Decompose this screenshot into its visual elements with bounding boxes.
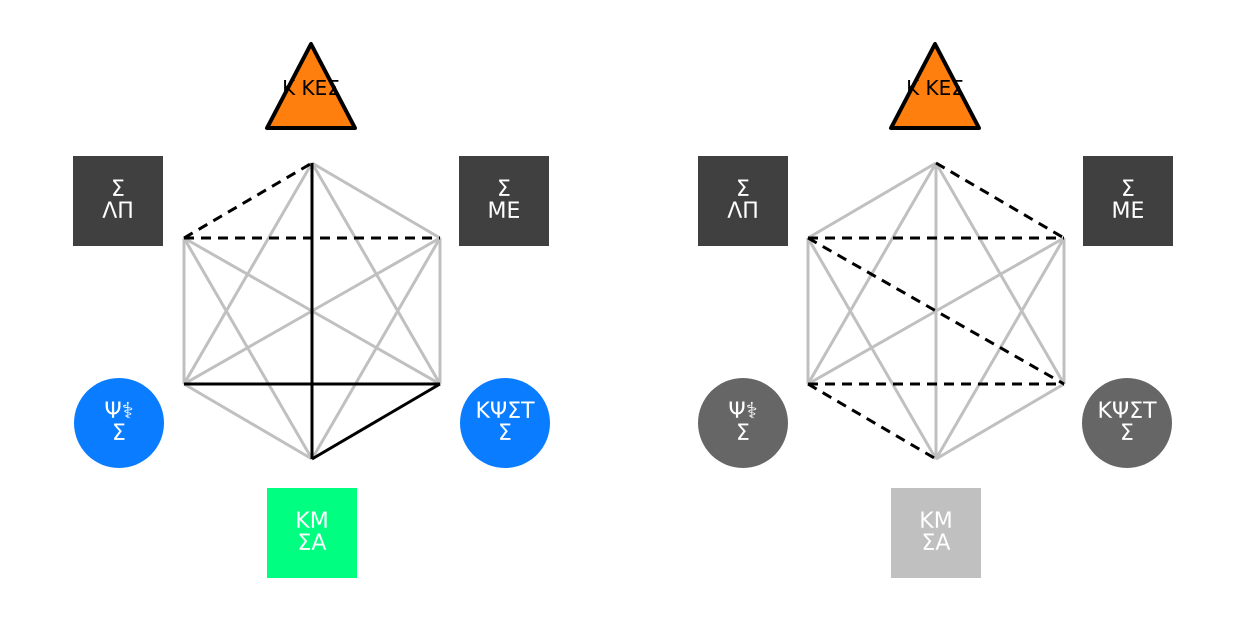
solid-edge: [311, 382, 441, 461]
left-bottom-node: Ψ⚕ Σ: [74, 378, 164, 468]
warning-triangle-icon: [265, 42, 357, 130]
top-node-line2: ΚΕΣ: [925, 76, 964, 100]
left-panel: Κ ΚΕΣ Σ ΛΠ Σ ΜΕ Ψ⚕ Σ ΚΨΣΤ Σ ΚΜ ΣΑ: [73, 42, 550, 578]
right-bottom-line2: Σ: [1120, 421, 1134, 446]
top-node-line1: Κ: [906, 76, 920, 100]
right-bottom-line1: ΚΨΣΤ: [475, 399, 535, 424]
dashed-edge: [807, 236, 1065, 386]
top-node-label: Κ ΚΕΣ: [266, 78, 356, 98]
right-top-line2: ΜΕ: [487, 199, 521, 224]
right-top-line2: ΜΕ: [1111, 199, 1145, 224]
left-bottom-line1: Ψ⚕: [104, 399, 134, 424]
right-bottom-node: ΚΨΣΤ Σ: [460, 378, 550, 468]
edge: [311, 161, 441, 240]
right-top-node: Σ ΜΕ: [1083, 156, 1173, 246]
right-top-node: Σ ΜΕ: [459, 156, 549, 246]
left-top-node: Σ ΛΠ: [698, 156, 788, 246]
left-top-line1: Σ: [736, 177, 750, 202]
right-bottom-node: ΚΨΣΤ Σ: [1082, 378, 1172, 468]
dashed-edge: [807, 382, 937, 461]
dashed-edge: [183, 161, 313, 240]
right-hexagon-graph: [806, 42, 1066, 461]
bottom-line1: ΚΜ: [919, 509, 953, 534]
bottom-line1: ΚΜ: [295, 509, 329, 534]
dashed-edge: [935, 161, 1065, 240]
right-bottom-line2: Σ: [498, 421, 512, 446]
top-node-label: Κ ΚΕΣ: [890, 78, 980, 98]
left-top-node: Σ ΛΠ: [73, 156, 163, 246]
left-bottom-node: Ψ⚕ Σ: [698, 378, 788, 468]
edge: [807, 236, 1065, 386]
bottom-line2: ΣΑ: [297, 531, 327, 556]
bottom-node: ΚΜ ΣΑ: [267, 488, 357, 578]
left-hexagon-graph: [182, 42, 442, 461]
top-node-line2: ΚΕΣ: [301, 76, 340, 100]
edge: [935, 382, 1065, 461]
edge: [183, 382, 313, 461]
right-top-line1: Σ: [1121, 177, 1135, 202]
right-panel: Κ ΚΕΣ Σ ΛΠ Σ ΜΕ Ψ⚕ Σ ΚΨΣΤ Σ ΚΜ ΣΑ: [624, 0, 1248, 624]
top-node-line1: Κ: [282, 76, 296, 100]
right-top-line1: Σ: [497, 177, 511, 202]
left-bottom-line2: Σ: [112, 421, 126, 446]
left-top-line2: ΛΠ: [102, 199, 134, 224]
left-bottom-line2: Σ: [736, 421, 750, 446]
edge: [807, 161, 937, 240]
edge: [310, 237, 442, 460]
bottom-node: ΚΜ ΣΑ: [891, 488, 981, 578]
bottom-line2: ΣΑ: [921, 531, 951, 556]
right-bottom-line1: ΚΨΣΤ: [1097, 399, 1157, 424]
left-bottom-line1: Ψ⚕: [728, 399, 758, 424]
left-top-line2: ΛΠ: [727, 199, 759, 224]
left-top-line1: Σ: [111, 177, 125, 202]
warning-triangle-icon: [889, 42, 981, 130]
